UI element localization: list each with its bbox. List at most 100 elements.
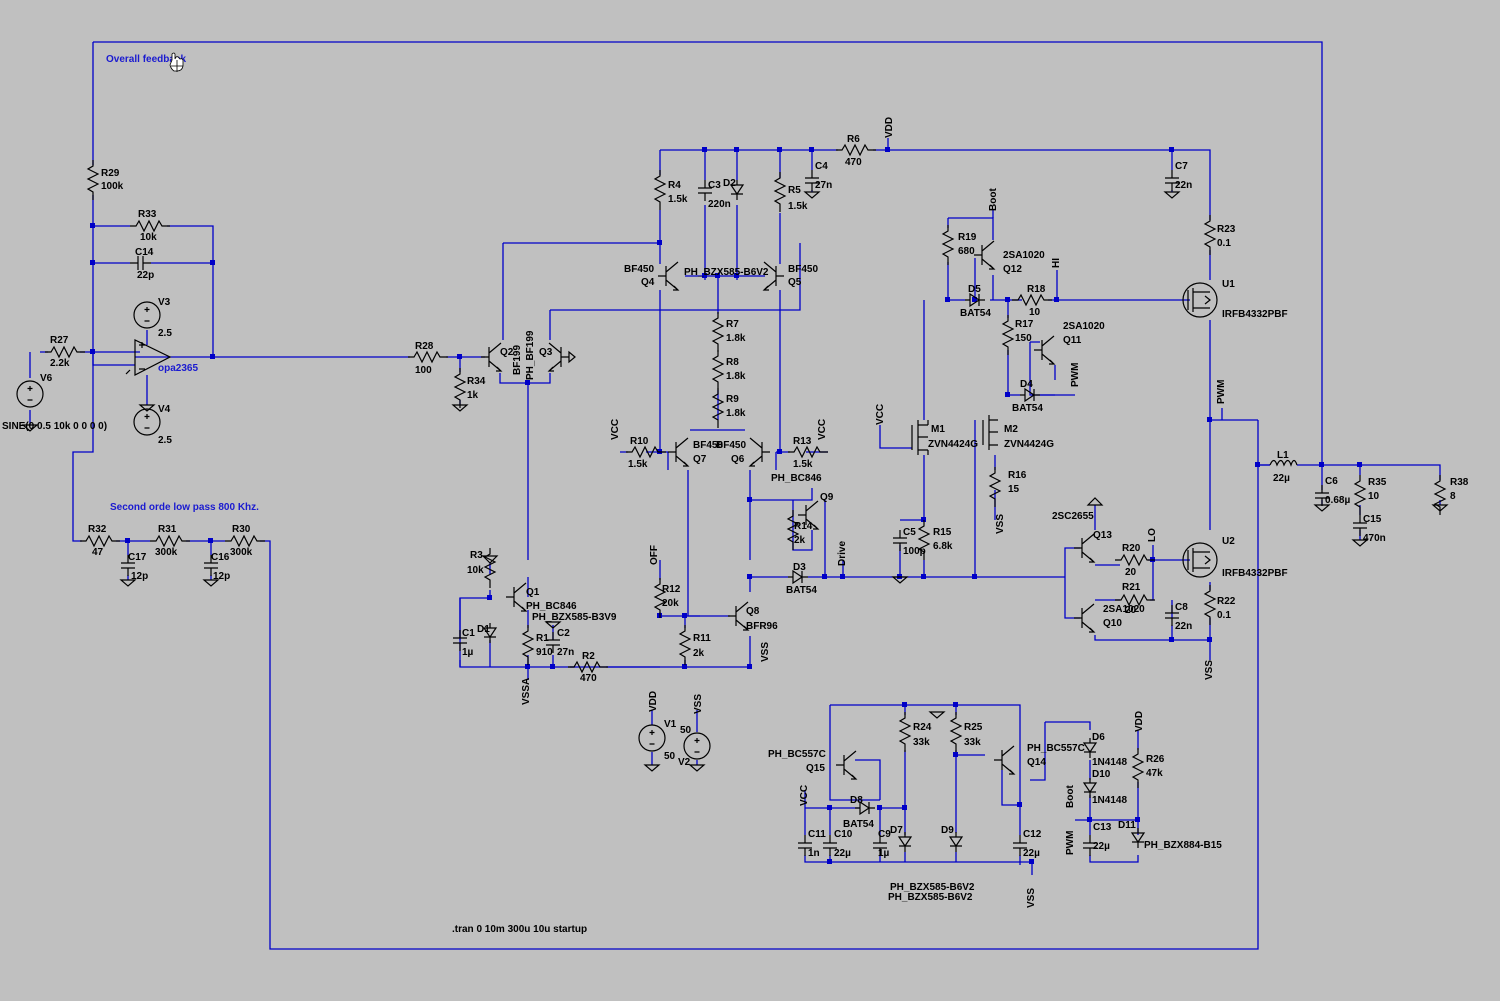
- resistor-value: 6.8k: [933, 541, 953, 552]
- component-label: C8: [1175, 602, 1188, 613]
- component-label: BF450: [788, 264, 818, 275]
- resistor-ref: R11: [693, 633, 711, 644]
- net-vcc: VCC: [610, 419, 621, 440]
- resistor-value: 680: [958, 246, 975, 257]
- component-label: D6: [1092, 732, 1105, 743]
- resistor-ref: R15: [933, 527, 952, 538]
- resistor-value: 10: [1368, 491, 1380, 502]
- component-label: V6: [40, 373, 53, 384]
- component-label: PH_BZX884-B15: [1144, 840, 1222, 851]
- resistor-ref: R12: [662, 584, 681, 595]
- resistor-value: 2k: [794, 535, 806, 546]
- component-label: 22µ: [1023, 848, 1040, 859]
- component-label: Q2: [500, 347, 514, 358]
- resistor-ref: R23: [1217, 224, 1236, 235]
- resistor-ref: R25: [964, 722, 983, 733]
- zener-model-label: PH_BZX585-B6V2: [888, 892, 973, 903]
- net-vcc: VCC: [799, 785, 810, 806]
- component-label: Q7: [693, 454, 707, 465]
- resistor-symbols: [44, 144, 1446, 789]
- resistor-ref: R31: [158, 524, 177, 535]
- resistor-value: 1.5k: [788, 201, 808, 212]
- resistor-ref: R28: [415, 341, 434, 352]
- resistor-value: 100: [415, 365, 432, 376]
- component-label: C14: [135, 247, 154, 258]
- net-boot: Boot: [988, 188, 999, 211]
- resistor-value: 1.8k: [726, 408, 746, 419]
- component-label: 12p: [131, 571, 148, 582]
- resistor-value: 47k: [1146, 768, 1163, 779]
- resistor-ref: R27: [50, 335, 69, 346]
- opamp-model-label: opa2365: [158, 363, 198, 374]
- component-label: PH_BC846: [771, 473, 822, 484]
- component-label: 22µ: [1273, 473, 1290, 484]
- component-label: D8: [850, 795, 863, 806]
- component-label: C5: [903, 527, 916, 538]
- resistor-ref: R19: [958, 232, 977, 243]
- component-label: C6: [1325, 476, 1338, 487]
- resistor-value: 8: [1450, 491, 1456, 502]
- resistor-ref: R13: [793, 436, 812, 447]
- net-boot: Boot: [1065, 785, 1076, 808]
- component-label: 2SA1020: [1003, 250, 1045, 261]
- component-label: C9: [878, 829, 891, 840]
- resistor-ref: R24: [913, 722, 932, 733]
- resistor-value: 20: [1125, 567, 1137, 578]
- resistor-value: 300k: [155, 547, 178, 558]
- component-label: V2: [678, 757, 691, 768]
- component-label: Q3: [539, 347, 553, 358]
- resistor-value: 2.2k: [50, 358, 70, 369]
- net-vssa: VSSA: [521, 678, 532, 705]
- component-label: PH_BF199: [525, 330, 536, 380]
- resistor-ref: R16: [1008, 470, 1027, 481]
- component-label: D9: [941, 825, 954, 836]
- resistor-value: 470: [845, 157, 862, 168]
- resistor-ref: R10: [630, 436, 649, 447]
- component-label: 50: [680, 725, 692, 736]
- component-label: Q13: [1093, 530, 1112, 541]
- component-label: 1N4148: [1092, 757, 1127, 768]
- resistor-ref: R34: [467, 376, 486, 387]
- sine-source-spec: SINE(0 0.5 10k 0 0 0 0): [2, 421, 107, 432]
- component-label: IRFB4332PBF: [1222, 568, 1288, 579]
- net-pwm: PWM: [1216, 380, 1227, 404]
- net-vss: VSS: [1026, 888, 1037, 908]
- component-label: BF450: [624, 264, 654, 275]
- component-label: 22n: [1175, 621, 1192, 632]
- zener-model-label: PH_BZX585-B6V2: [890, 882, 975, 893]
- component-label: BF450: [693, 440, 723, 451]
- component-label: 220n: [708, 199, 731, 210]
- resistor-value: 300k: [230, 547, 253, 558]
- resistor-ref: R5: [788, 185, 801, 196]
- component-label: Q9: [820, 492, 834, 503]
- component-label: Q4: [641, 277, 655, 288]
- component-label: V1: [664, 719, 677, 730]
- component-label: Q5: [788, 277, 802, 288]
- component-label: 22µ: [1093, 841, 1110, 852]
- resistor-value: 1.5k: [793, 459, 813, 470]
- resistor-ref: R3: [470, 550, 483, 561]
- resistor-value: 10: [1029, 307, 1041, 318]
- component-label: V4: [158, 404, 171, 415]
- resistor-value: 150: [1015, 333, 1032, 344]
- component-label: 1µ: [462, 647, 474, 658]
- component-label: PH_BC557C: [768, 749, 826, 760]
- mosfet-symbols: [911, 282, 1218, 578]
- component-label: C15: [1363, 514, 1382, 525]
- resistor-ref: R20: [1122, 543, 1141, 554]
- resistor-value: 100k: [101, 181, 124, 192]
- ground-symbols: [22, 191, 1448, 772]
- resistor-value: 910: [536, 647, 553, 658]
- net-off: OFF: [649, 545, 660, 565]
- component-label: BFR96: [746, 621, 778, 632]
- component-label: 27n: [557, 647, 574, 658]
- component-label: BF199: [512, 345, 523, 375]
- component-label: C1: [462, 628, 475, 639]
- resistor-ref: R30: [232, 524, 251, 535]
- lowpass-comment: Second orde low pass 800 Khz.: [110, 502, 259, 513]
- component-label: D10: [1092, 769, 1111, 780]
- component-label: 22p: [137, 270, 154, 281]
- component-label: 470n: [1363, 533, 1386, 544]
